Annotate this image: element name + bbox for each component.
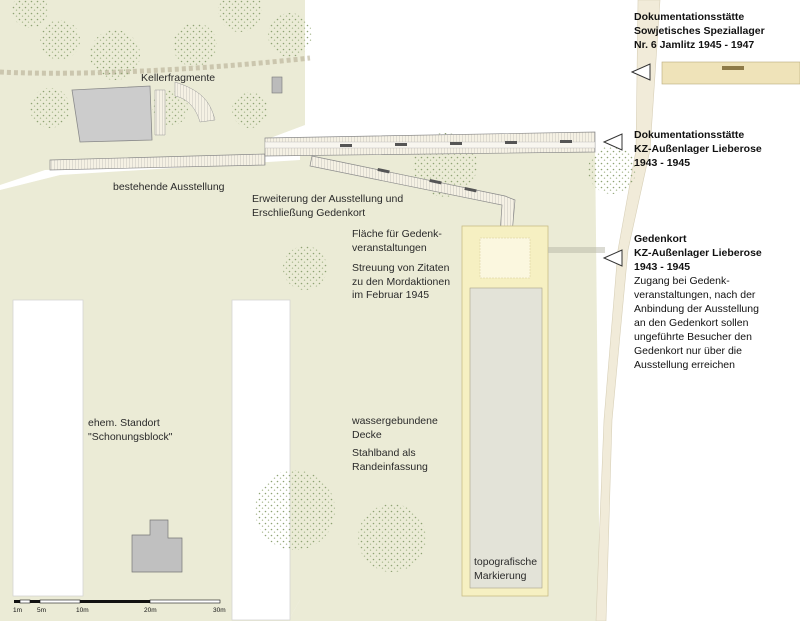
footpath — [0, 55, 311, 76]
scale-label-5m: 5m — [37, 607, 47, 614]
scale-label-20m: 20m — [144, 607, 157, 614]
scale-label-10m: 10m — [76, 607, 89, 614]
schonungsblock-ruin — [131, 519, 183, 573]
label-kellerfragmente: Kellerfragmente — [141, 72, 216, 84]
scale-label-1m: 1m — [13, 607, 23, 614]
speziallager-strip — [661, 61, 800, 85]
label-standort: ehem. Standort "Schonungsblock" — [88, 417, 173, 443]
scale-bar — [14, 599, 221, 604]
label-streuung: Streuung von Zitaten zu den Mordaktionen… — [352, 262, 451, 301]
sidebar-doc-speziallager: Dokumentationsstätte Sowjetisches Spezia… — [634, 11, 765, 51]
existing-exhibition — [49, 131, 596, 171]
kellerfragmente-building — [71, 76, 283, 143]
sidebar-gedenkort: Gedenkort KZ-Außenlager Lieberose 1943 -… — [634, 233, 762, 371]
label-topografische: topografische Markierung — [474, 556, 538, 582]
label-stahlband: Stahlband als Randeinfassung — [352, 447, 428, 473]
former-barrack-outline-2 — [231, 299, 291, 621]
former-barrack-outline — [12, 299, 84, 597]
pointer-arrows — [602, 63, 651, 267]
sidebar-doc-kz-aussenlager: Dokumentationsstätte KZ-Außenlager Liebe… — [634, 129, 762, 169]
label-flaeche: Fläche für Gedenk- veranstaltungen — [352, 228, 442, 254]
label-erweiterung: Erweiterung der Ausstellung und Erschlie… — [252, 193, 404, 219]
scale-label-30m: 30m — [213, 607, 226, 614]
label-bestehende-ausstellung: bestehende Ausstellung — [113, 181, 225, 193]
memorial-area — [461, 225, 605, 597]
trees — [12, 0, 636, 572]
label-wassergebundene: wassergebundene Decke — [352, 415, 438, 441]
